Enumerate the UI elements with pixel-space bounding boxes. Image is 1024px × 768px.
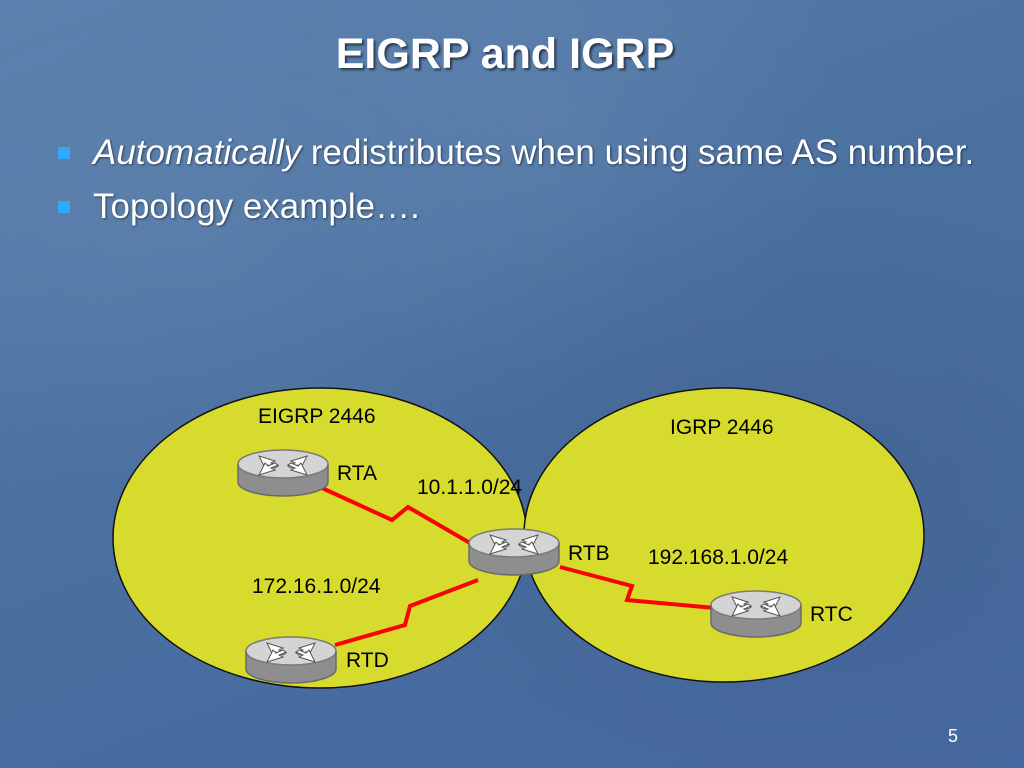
router-rtc-label: RTC [810, 603, 853, 626]
router-rtd-icon [245, 636, 337, 684]
page-number: 5 [948, 726, 959, 746]
network-label-172-16-1-0: 172.16.1.0/24 [252, 575, 381, 598]
bullet-item: Topology example…. [55, 184, 975, 230]
router-rtb-icon [468, 528, 560, 576]
bullet-text: Topology example…. [93, 187, 420, 226]
network-label-10-1-1-0: 10.1.1.0/24 [417, 476, 522, 499]
router-rtc-icon [710, 590, 802, 638]
serial-link-rta-rtb [321, 486, 472, 545]
serial-link-rtb-rtd [334, 578, 479, 647]
network-label-192-168-1-0: 192.168.1.0/24 [648, 546, 788, 569]
bullet-list: Automatically redistributes when using s… [55, 130, 975, 238]
igrp-domain-label: IGRP 2446 [670, 416, 774, 439]
bullet-item: Automatically redistributes when using s… [55, 130, 975, 176]
router-rta-icon [237, 449, 329, 497]
router-rtd-label: RTD [346, 649, 389, 672]
slide-title: EIGRP and IGRP [335, 30, 675, 78]
square-bullet-icon [58, 147, 70, 159]
bullet-emphasis: Automatically [93, 133, 302, 172]
eigrp-domain-label: EIGRP 2446 [258, 405, 376, 428]
square-bullet-icon [58, 201, 70, 213]
serial-link-rtb-rtc [559, 565, 716, 610]
router-rta-label: RTA [337, 462, 377, 485]
bullet-text: redistributes when using same AS number. [301, 133, 975, 172]
router-rtb-label: RTB [568, 542, 610, 565]
